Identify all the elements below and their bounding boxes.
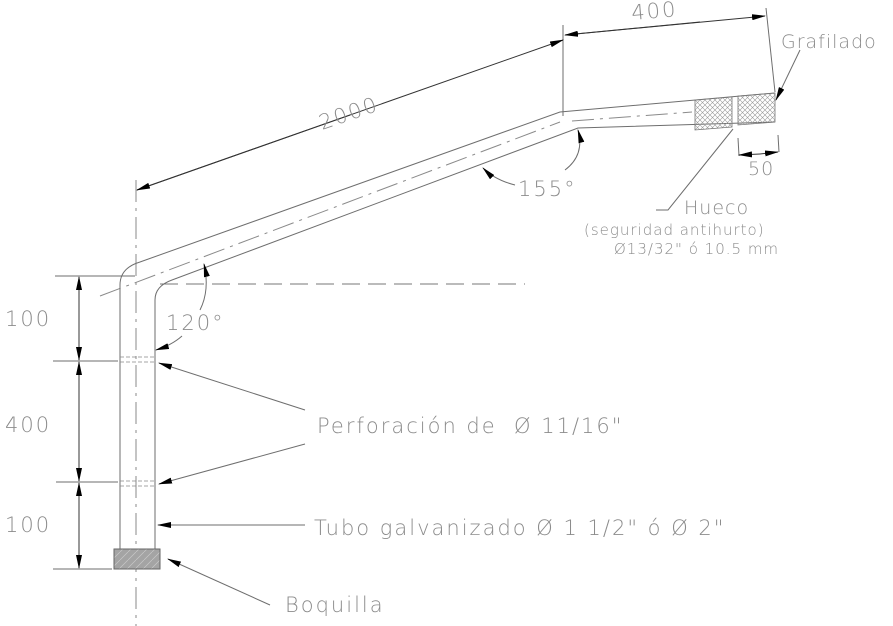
center-lines	[99, 111, 693, 626]
dim-400-top-label: 400	[630, 0, 678, 25]
hueco-size: Ø13/32" ó 10.5 mm	[614, 240, 779, 258]
angle-arcs	[155, 129, 585, 351]
dim-2000-label: 2000	[316, 92, 382, 135]
angle-155-label: 155°	[518, 177, 577, 201]
dim-50-label: 50	[748, 158, 774, 180]
hueco-title: Hueco	[684, 197, 749, 219]
tubo-label: Tubo galvanizado Ø 1 1/2" ó Ø 2"	[314, 516, 725, 540]
grafilado-blocks	[694, 92, 776, 131]
angle-120-label: 120°	[166, 311, 225, 335]
dim-100-top-label: 100	[5, 307, 51, 331]
dim-400-left-label: 400	[5, 413, 51, 437]
dim-100-bottom-label: 100	[5, 513, 51, 537]
boquilla-block	[113, 548, 161, 570]
leader-lines	[157, 49, 801, 606]
boquilla-label: Boquilla	[285, 593, 385, 617]
dimension-lines	[53, 7, 780, 570]
perforation-marks	[120, 356, 155, 487]
perforacion-label: Perforación de Ø 11/16"	[317, 414, 623, 438]
grafilado-label: Grafilado	[781, 31, 877, 53]
hueco-note: (seguridad antihurto)	[584, 221, 765, 239]
